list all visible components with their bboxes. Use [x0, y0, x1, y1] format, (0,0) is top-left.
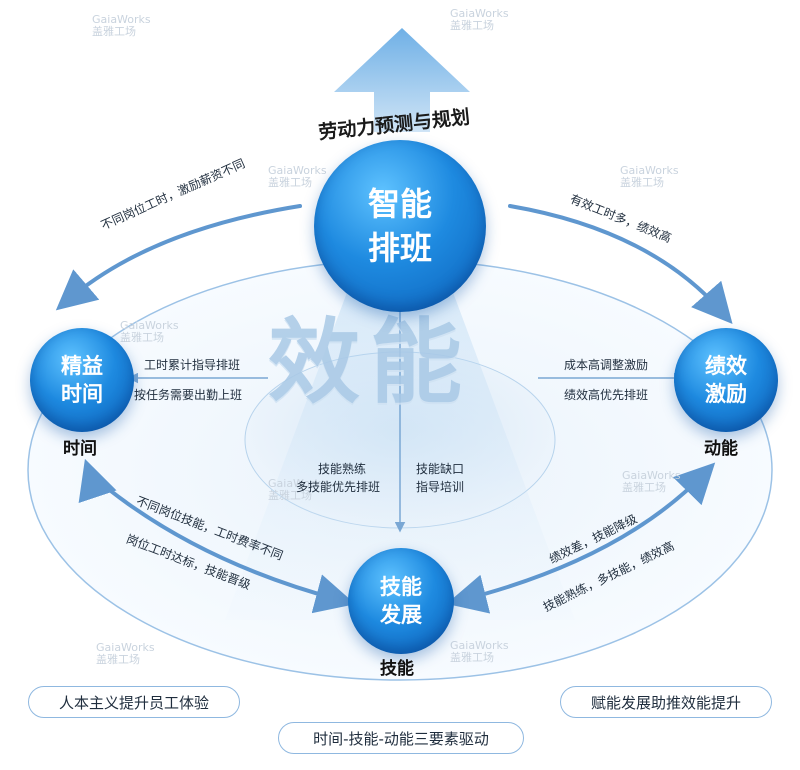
node-lean-time: 精益时间: [30, 328, 134, 432]
center-word: 效能: [268, 309, 473, 416]
inner-center-right-1: 技能缺口: [416, 462, 465, 476]
arc-right-bottom-start: [446, 574, 491, 614]
inner-left-1: 工时累计指导排班: [144, 358, 241, 372]
arc-left-bottom-start: [78, 458, 117, 504]
inner-left-2: 按任务需要出勤上班: [134, 388, 243, 402]
caption-time: 时间: [63, 439, 97, 459]
inner-center-left-1: 技能熟练: [318, 462, 367, 476]
inner-right-2: 绩效高优先排班: [564, 388, 649, 402]
arc-right-bottom: [460, 462, 716, 602]
node-skill-development: 技能发展: [348, 548, 454, 654]
pill-human-centered: 人本主义提升员工体验: [28, 686, 240, 718]
rising-lines: [86, 60, 775, 260]
pill-three-elements: 时间-技能-动能三要素驱动: [278, 722, 524, 754]
inner-center-left-2: 多技能优先排班: [296, 480, 381, 494]
top-big-arrow: [334, 28, 470, 132]
arc-top-right: [508, 204, 733, 325]
pill-empower-development: 赋能发展助推效能提升: [560, 686, 772, 718]
caption-motivation: 动能: [704, 439, 738, 459]
arc-top-left: [55, 204, 302, 311]
inner-center-right-2: 指导培训: [416, 480, 465, 494]
node-smart-scheduling: 智能排班: [314, 140, 486, 312]
node-performance-incentive: 绩效激励: [674, 328, 778, 432]
caption-skill: 技能: [380, 659, 414, 679]
inner-right-1: 成本高调整激励: [564, 358, 649, 372]
